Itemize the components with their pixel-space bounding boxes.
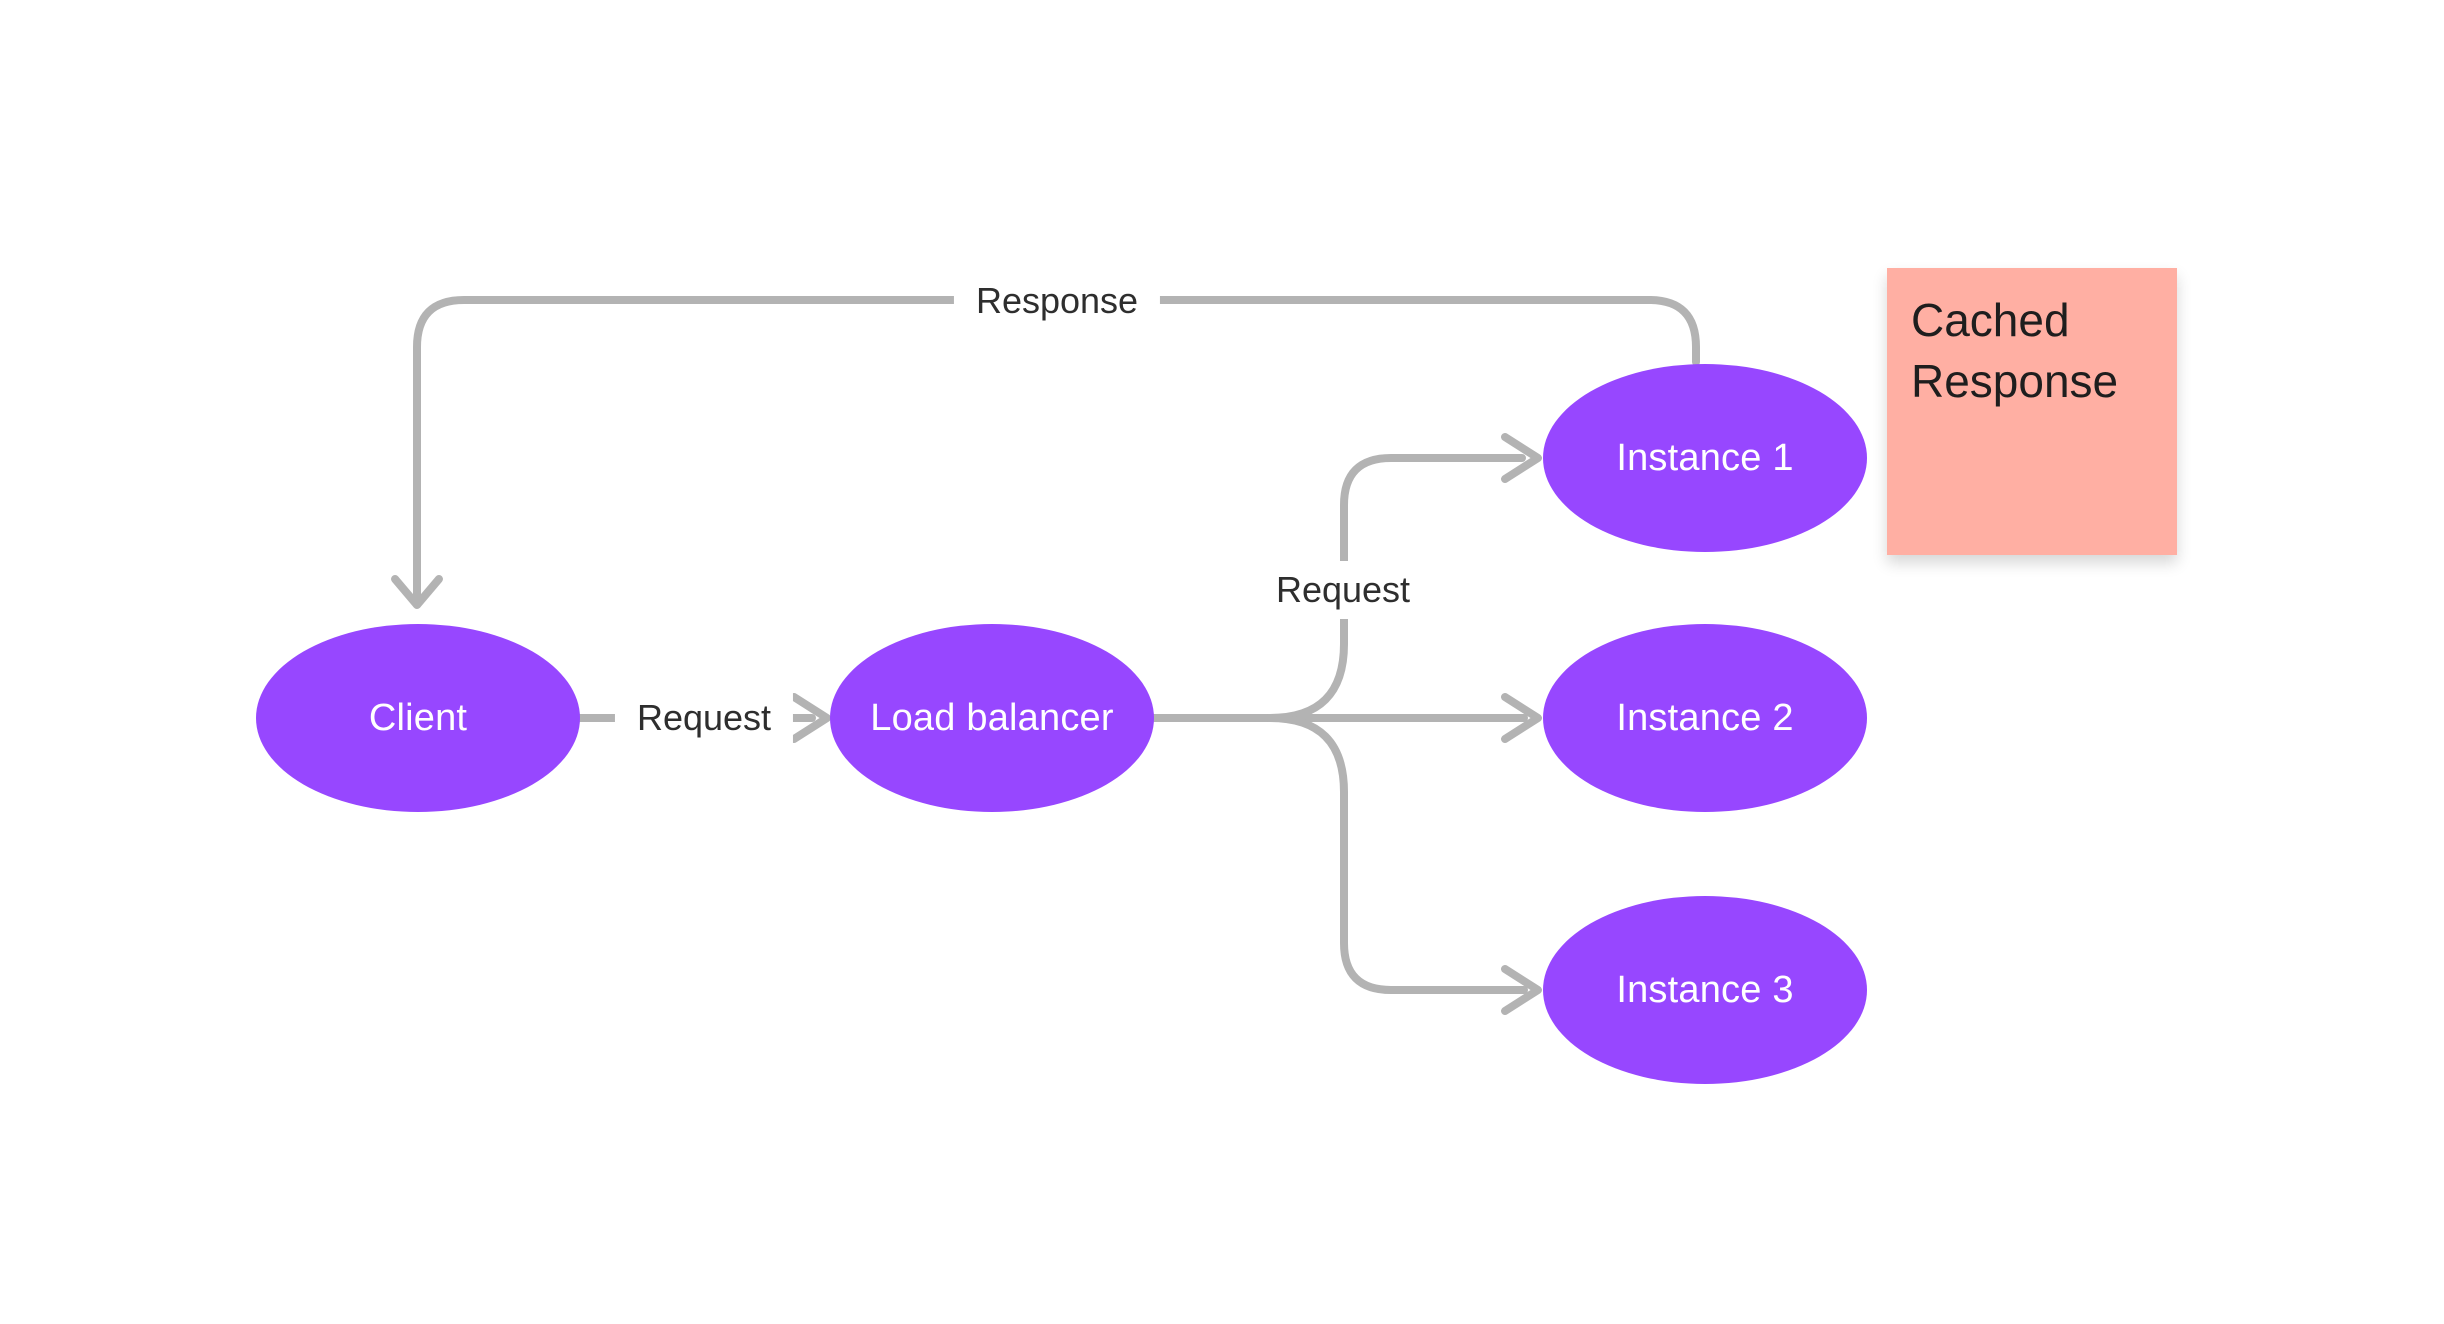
node-client[interactable]: Client bbox=[256, 624, 580, 812]
edge-lb-to-instance-1[interactable] bbox=[1266, 433, 1542, 722]
edge-line[interactable] bbox=[413, 296, 1700, 602]
arrowhead-right-icon bbox=[1501, 693, 1542, 743]
node-instance-2-label: Instance 2 bbox=[1616, 696, 1794, 739]
node-instance-1-label: Instance 1 bbox=[1616, 436, 1794, 479]
arrowhead-right-icon bbox=[790, 693, 831, 743]
node-instance-1[interactable]: Instance 1 bbox=[1543, 364, 1867, 552]
node-instance-3[interactable]: Instance 3 bbox=[1543, 896, 1867, 1084]
arrowhead-down-icon bbox=[391, 575, 443, 609]
edge-label-request-client-lb[interactable]: Request bbox=[614, 689, 794, 747]
arrowhead-right-icon bbox=[1501, 965, 1542, 1015]
sticky-note-cached-response[interactable]: Cached Response bbox=[1887, 268, 2177, 555]
edge-lb-to-instance-2[interactable] bbox=[1150, 693, 1542, 743]
node-client-label: Client bbox=[368, 696, 468, 739]
node-load-balancer-label: Load balancer bbox=[870, 696, 1114, 739]
edge-lb-to-instance-3[interactable] bbox=[1266, 714, 1542, 1015]
sticky-note-text: Cached Response bbox=[1911, 294, 2119, 408]
edge-label-response[interactable]: Response bbox=[953, 272, 1161, 330]
edge-response-instance1-to-client[interactable] bbox=[391, 296, 1700, 609]
arrowhead-right-icon bbox=[1501, 433, 1542, 483]
edge-line[interactable] bbox=[1266, 714, 1528, 994]
edge-label-request-lb-instances[interactable]: Request bbox=[1253, 561, 1433, 619]
node-instance-3-label: Instance 3 bbox=[1616, 968, 1794, 1011]
node-load-balancer[interactable]: Load balancer bbox=[830, 624, 1154, 812]
node-instance-2[interactable]: Instance 2 bbox=[1543, 624, 1867, 812]
edge-line[interactable] bbox=[1266, 454, 1526, 722]
